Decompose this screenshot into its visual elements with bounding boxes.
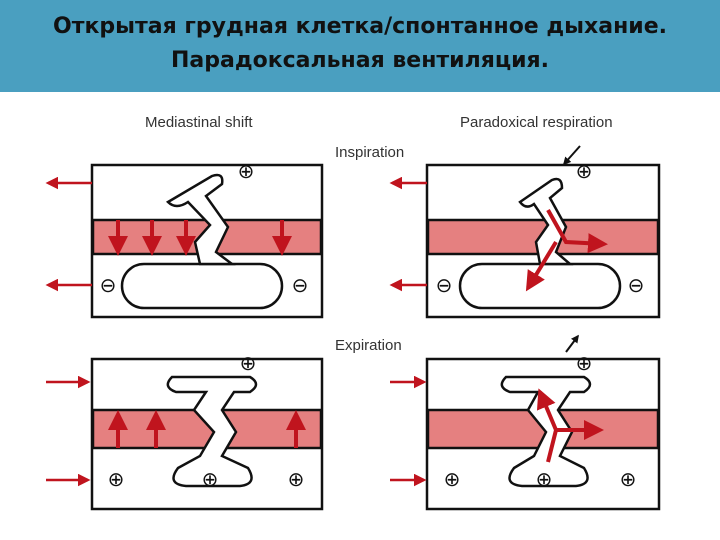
minus-symbol: ⊖: [628, 275, 645, 297]
plus-symbol: ⊕: [536, 469, 553, 491]
plus-symbol: ⊕: [576, 161, 593, 183]
panel-expiration-paradoxical: ⊕ ⊕ ⊕ ⊕: [390, 334, 661, 511]
label-paradoxical-respiration: Paradoxical respiration: [460, 114, 613, 131]
label-inspiration: Inspiration: [335, 144, 404, 161]
label-expiration: Expiration: [335, 337, 402, 354]
minus-symbol: ⊖: [100, 275, 117, 297]
minus-symbol: ⊖: [292, 275, 309, 297]
plus-symbol: ⊕: [620, 469, 637, 491]
label-mediastinal-shift: Mediastinal shift: [145, 114, 253, 131]
panel-inspiration-paradoxical: ⊕ ⊖ ⊖: [389, 145, 661, 319]
plus-symbol: ⊕: [238, 161, 255, 183]
plus-symbol: ⊕: [108, 469, 125, 491]
title-line-1: Открытая грудная клетка/спонтанное дыхан…: [53, 14, 667, 39]
title-line-2: Парадоксальная вентиляция.: [170, 48, 550, 73]
plus-symbol: ⊕: [444, 469, 461, 491]
minus-symbol: ⊖: [436, 275, 453, 297]
panel-inspiration-mediastinal: ⊕ ⊖ ⊖: [45, 161, 324, 319]
panel-expiration-mediastinal: ⊕ ⊕ ⊕ ⊕: [46, 353, 324, 511]
plus-symbol: ⊕: [240, 353, 257, 375]
plus-symbol: ⊕: [576, 353, 593, 375]
title-bar: Открытая грудная клетка/спонтанное дыхан…: [0, 0, 720, 92]
plus-symbol: ⊕: [202, 469, 219, 491]
diagram: Mediastinal shift Paradoxical respiratio…: [45, 114, 661, 511]
plus-symbol: ⊕: [288, 469, 305, 491]
